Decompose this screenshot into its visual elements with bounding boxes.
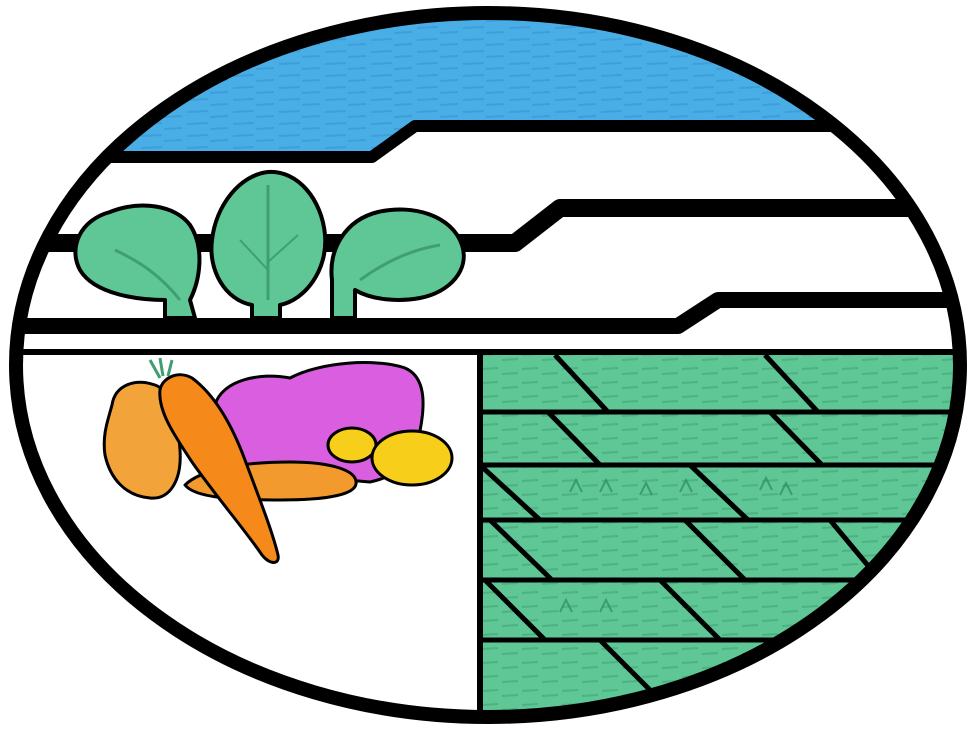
carrot-top [148, 357, 174, 379]
section-dividers [16, 349, 960, 717]
large-potato [370, 429, 454, 487]
small-potato [326, 426, 378, 464]
carrot [158, 373, 280, 564]
leafy-plant-icon [73, 169, 466, 320]
squash [102, 380, 182, 500]
oval-border [9, 6, 967, 724]
root-vegetables-icon [102, 357, 454, 564]
